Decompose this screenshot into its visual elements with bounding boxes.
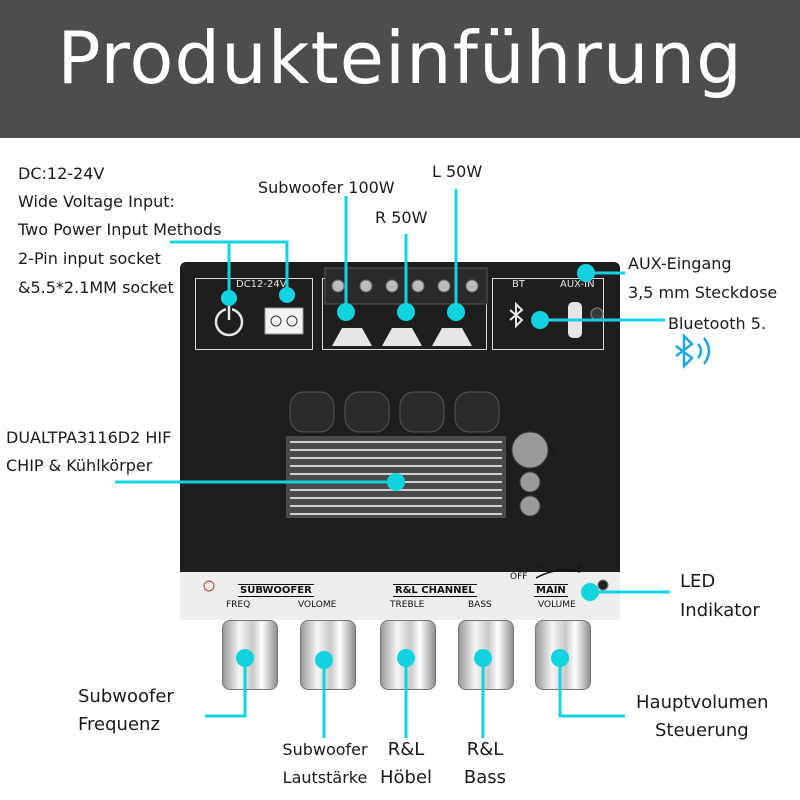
aux-silk-label: AUX-IN [560, 279, 595, 290]
treble-knob [380, 620, 436, 690]
led-label: LED [680, 571, 716, 592]
bass-strip-label: BASS [468, 600, 492, 610]
rl-channel-strip-heading: R&L CHANNEL [393, 584, 477, 597]
subwoofer-strip-heading: SUBWOOFER [238, 584, 314, 597]
bluetooth-signal-icon [675, 332, 711, 370]
chip-label-line1: DUALTPA3116D2 HIF [6, 428, 172, 447]
bt-silk-label: BT [512, 279, 525, 290]
subwoofer-vol-label-2: Lautstärke [282, 768, 368, 787]
freq-strip-label: FREQ [226, 600, 251, 610]
socket-size-label: &5.5*2.1MM socket [18, 278, 174, 297]
subwoofer-frequency-knob [222, 620, 278, 690]
two-power-methods-label: Two Power Input Methods [18, 220, 222, 239]
subwoofer-freq-label-2: Frequenz [78, 714, 160, 735]
subwoofer-vol-label-1: Subwoofer [282, 740, 368, 759]
dc-silk-label: DC12-24V [236, 279, 287, 290]
hauptvolumen-label-2: Steuerung [655, 720, 749, 741]
main-volume-knob [535, 620, 591, 690]
capacitor-label: 470 35V [522, 446, 556, 455]
subwoofer-100w-label: Subwoofer 100W [258, 178, 395, 197]
volome-strip-label: VOLOME [298, 600, 337, 610]
page-title: Produkteinführung [57, 16, 743, 100]
off-strip-label: OFF [510, 572, 528, 582]
rl-bass-label-2: Bass [463, 767, 507, 788]
wide-voltage-label: Wide Voltage Input: [18, 192, 175, 211]
main-strip-heading: MAIN [534, 584, 568, 597]
steckdose-label: 3,5 mm Steckdose [628, 283, 778, 302]
rl-bass-label-1: R&L [466, 739, 504, 760]
minus-strip-label: − [538, 562, 546, 572]
treble-strip-label: TREBLE [390, 600, 425, 610]
plus-strip-label: + [576, 562, 584, 572]
title-banner: Produkteinführung [0, 0, 800, 138]
hauptvolumen-label-1: Hauptvolumen [636, 692, 769, 713]
dc-voltage-label: DC:12-24V [18, 164, 105, 183]
subwoofer-volume-knob [300, 620, 356, 690]
aux-eingang-label: AUX-Eingang [628, 254, 732, 273]
speaker-terminal-panel [322, 278, 487, 350]
indikator-label: Indikator [680, 600, 760, 621]
bluetooth-label: Bluetooth 5. [668, 314, 767, 333]
rl-hoebel-label-2: Höbel [379, 767, 433, 788]
bass-knob [458, 620, 514, 690]
two-pin-socket-label: 2-Pin input socket [18, 249, 161, 268]
chip-label-line2: CHIP & Kühlkörper [6, 456, 153, 475]
r-50w-label: R 50W [375, 208, 428, 227]
input-panel [492, 278, 604, 350]
rl-hoebel-label-1: R&L [387, 739, 425, 760]
l-50w-label: L 50W [432, 162, 483, 181]
subwoofer-freq-label-1: Subwoofer [78, 686, 174, 707]
volume-strip-label: VOLUME [538, 600, 576, 610]
